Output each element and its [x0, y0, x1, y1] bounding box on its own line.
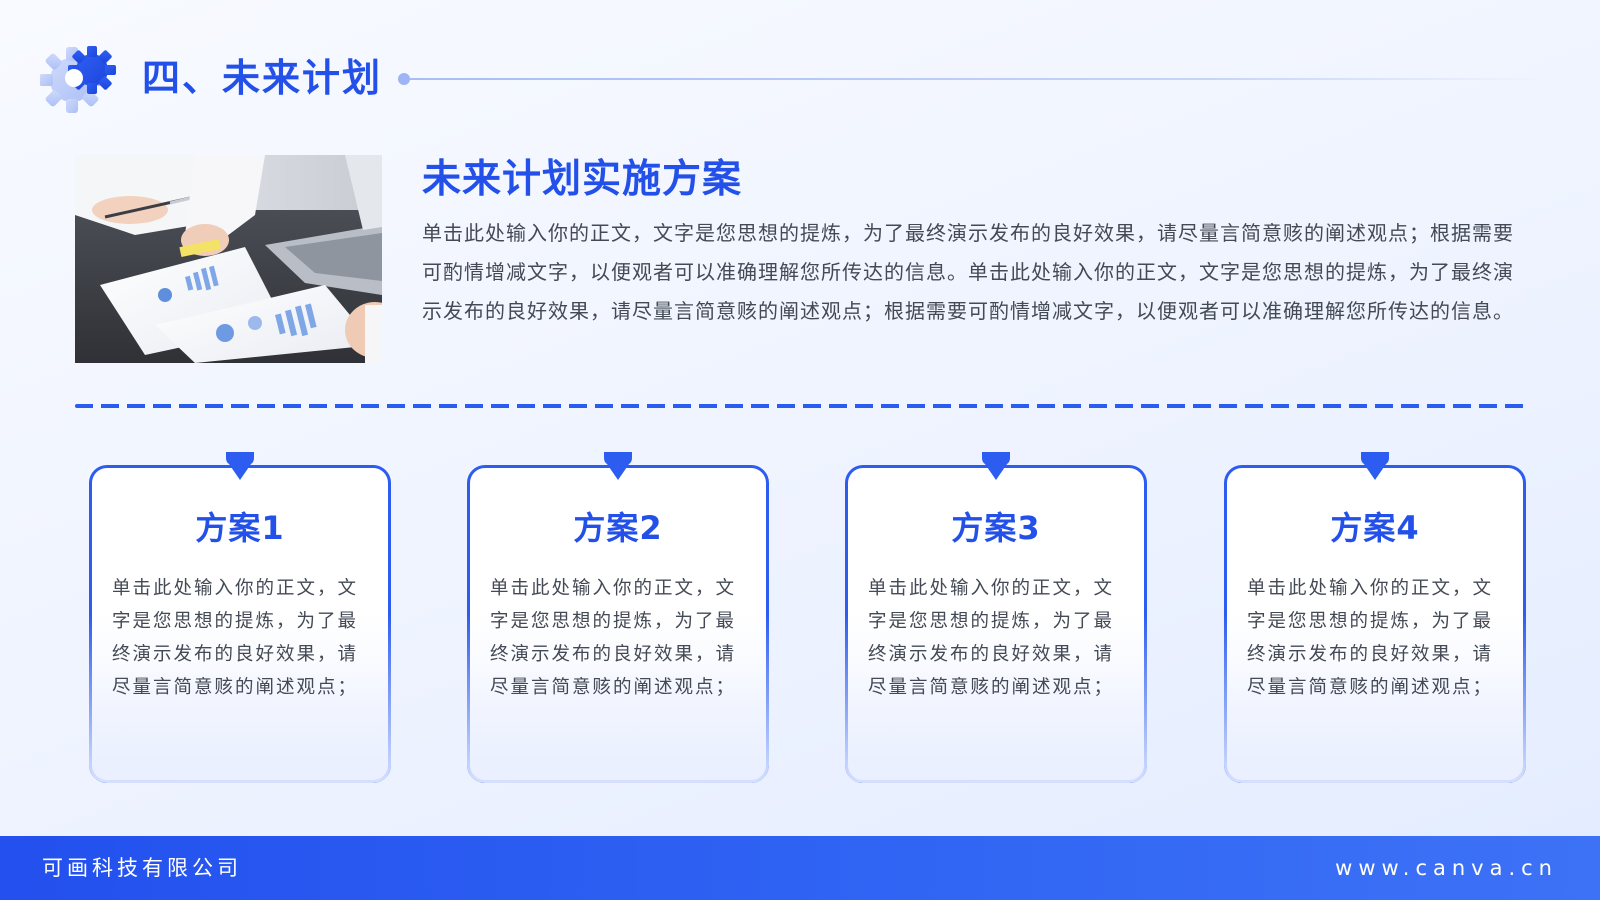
intro-title: 未来计划实施方案: [422, 157, 743, 202]
header-dot: [398, 73, 410, 85]
plan-card-4: 方案4 单击此处输入你的正文，文字是您思想的提炼，为了最终演示发布的良好效果，请…: [1224, 452, 1526, 783]
plan-card-2: 方案2 单击此处输入你的正文，文字是您思想的提炼，为了最终演示发布的良好效果，请…: [467, 452, 769, 783]
dashed-divider: [75, 404, 1527, 408]
header-divider: [410, 78, 1550, 80]
company-name: 可画科技有限公司: [42, 856, 242, 880]
plan-body: 单击此处输入你的正文，文字是您思想的提炼，为了最终演示发布的良好效果，请尽量言简…: [1247, 578, 1494, 698]
website-link[interactable]: www.canva.cn: [1335, 856, 1558, 880]
plan-body: 单击此处输入你的正文，文字是您思想的提炼，为了最终演示发布的良好效果，请尽量言简…: [490, 578, 737, 698]
plan-card-1: 方案1 单击此处输入你的正文，文字是您思想的提炼，为了最终演示发布的良好效果，请…: [89, 452, 391, 783]
plan-title: 方案4: [1330, 509, 1420, 547]
notch-marker-icon: [982, 452, 1010, 480]
footer-bar: 可画科技有限公司 www.canva.cn: [0, 836, 1600, 900]
plan-card-3: 方案3 单击此处输入你的正文，文字是您思想的提炼，为了最终演示发布的良好效果，请…: [845, 452, 1147, 783]
plan-title: 方案1: [195, 509, 285, 547]
gear-icon: [40, 46, 116, 113]
notch-marker-icon: [226, 452, 254, 480]
office-photo: [75, 155, 382, 363]
plan-body: 单击此处输入你的正文，文字是您思想的提炼，为了最终演示发布的良好效果，请尽量言简…: [112, 578, 359, 698]
intro-body: 单击此处输入你的正文，文字是您思想的提炼，为了最终演示发布的良好效果，请尽量言简…: [422, 221, 1514, 323]
plan-body: 单击此处输入你的正文，文字是您思想的提炼，为了最终演示发布的良好效果，请尽量言简…: [868, 578, 1115, 698]
plan-title: 方案3: [951, 509, 1041, 547]
notch-marker-icon: [604, 452, 632, 480]
section-title: 四、未来计划: [142, 56, 383, 100]
plan-title: 方案2: [573, 509, 663, 547]
notch-marker-icon: [1361, 452, 1389, 480]
